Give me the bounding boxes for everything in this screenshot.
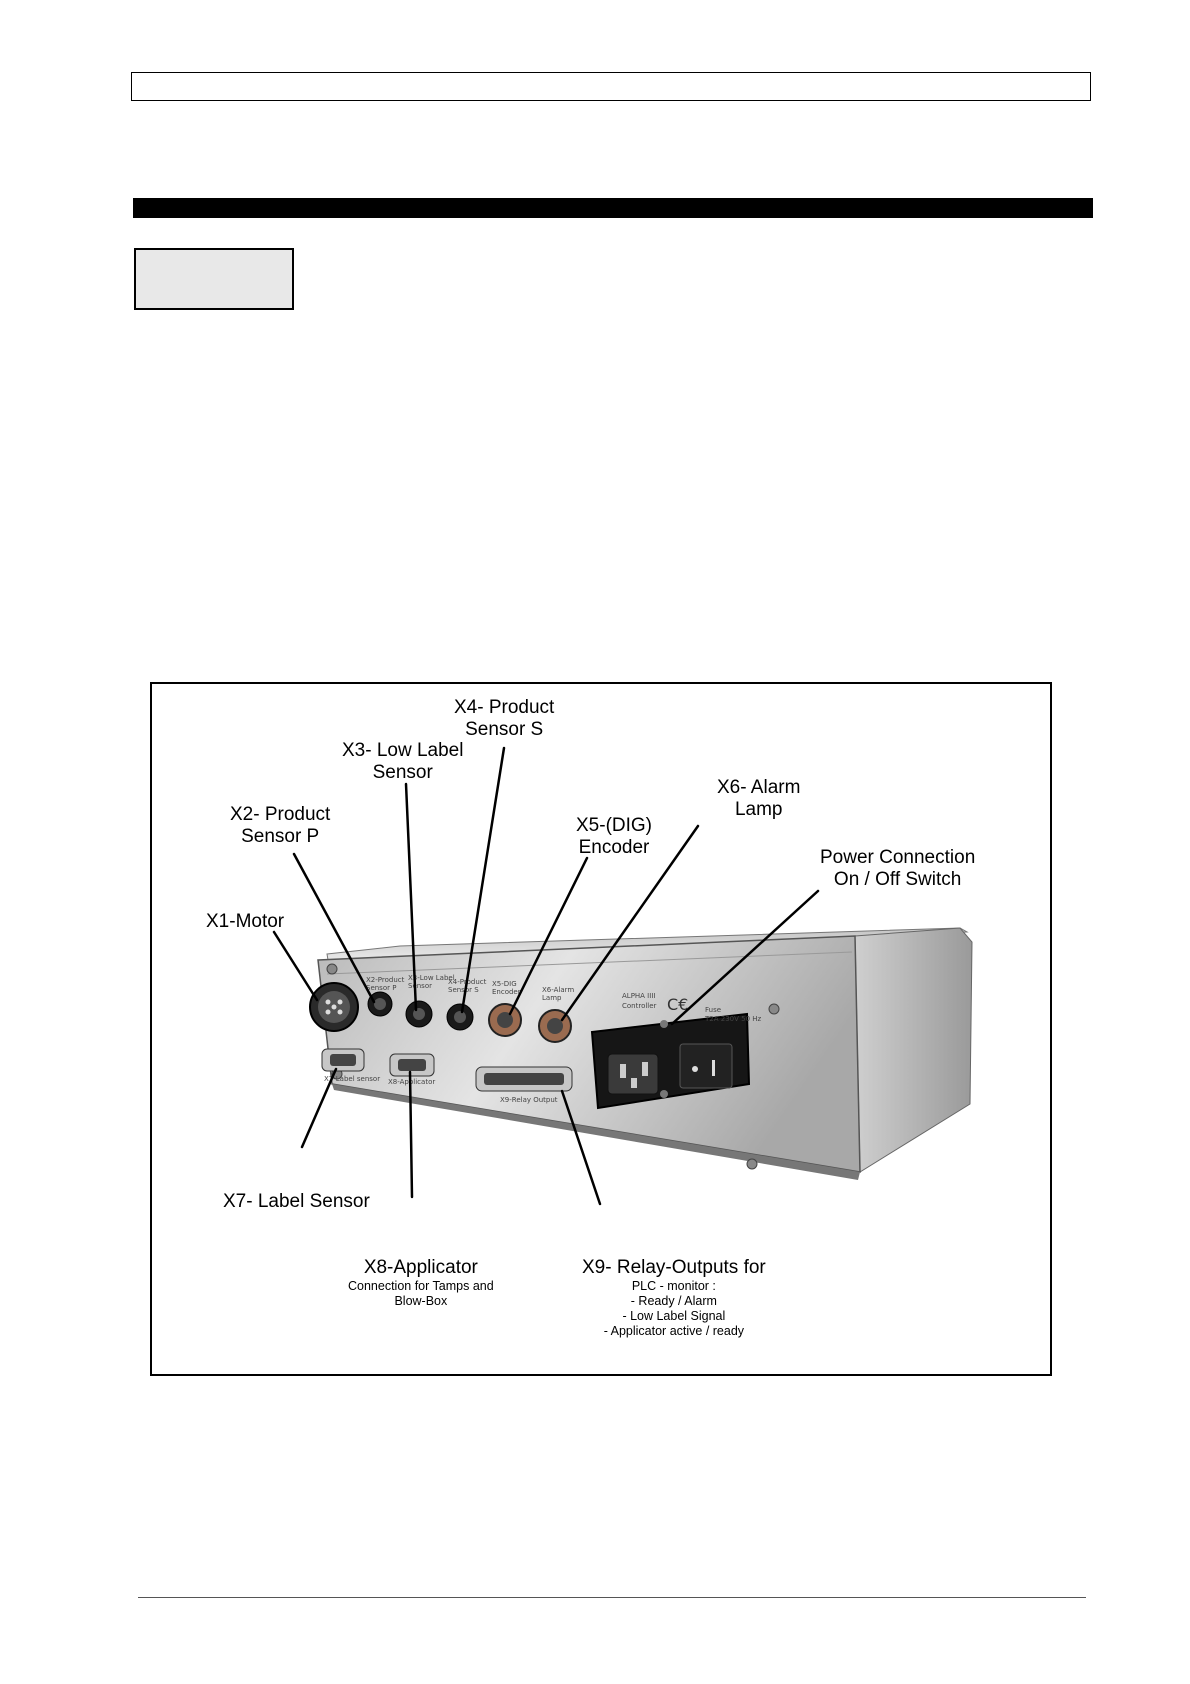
panel-x8: X8-Applicator (388, 1078, 435, 1086)
label-x5: X5-(DIG) Encoder (576, 815, 652, 859)
section-title-bar (133, 198, 1093, 218)
panel-brand-line1: ALPHA IIII (622, 992, 655, 1000)
label-x2-line2: Sensor P (241, 825, 320, 847)
ce-mark-icon: C€ (667, 995, 688, 1014)
leader-x5 (508, 856, 589, 1016)
x2-socket (367, 991, 393, 1017)
controller-illustration: X2-Product Sensor P X3-Low Label Sensor … (272, 746, 973, 1206)
panel-x3-line2: Sensor (408, 982, 432, 990)
leader-x9 (560, 1089, 602, 1206)
panel-print: X2-Product Sensor P X3-Low Label Sensor … (324, 974, 762, 1104)
panel-x2-line1: X2-Product (366, 976, 405, 984)
label-x4-line2: Sensor S (465, 718, 544, 740)
label-x3: X3- Low Label Sensor (342, 740, 463, 784)
label-x7: X7- Label Sensor (223, 1191, 370, 1212)
panel-x5-line1: X5-DIG (492, 980, 517, 988)
panel-x5-line2: Encoder (492, 988, 521, 996)
label-x5-line1: X5-(DIG) (576, 815, 652, 836)
leader-x3 (404, 782, 418, 1012)
leader-x6 (560, 824, 700, 1022)
header-box (131, 72, 1091, 101)
leader-x2 (292, 852, 376, 1004)
panel-x6-line1: X6-Alarm (542, 986, 574, 994)
label-x9-desc-line1: PLC - monitor : (631, 1278, 716, 1293)
label-x2: X2- Product Sensor P (230, 804, 330, 848)
label-x9-title: X9- Relay-Outputs for (582, 1257, 766, 1278)
label-power-line1: Power Connection (820, 847, 976, 868)
label-x8-title: X8-Applicator (363, 1257, 478, 1278)
leader-lines (272, 746, 820, 1206)
label-x6-line2: Lamp (734, 798, 783, 820)
power-inlet (590, 1012, 751, 1110)
panel-x3-line1: X3-Low Label (408, 974, 455, 982)
label-x3-line2: Sensor (372, 761, 433, 783)
x1-motor-socket (309, 982, 359, 1032)
label-power: Power Connection On / Off Switch (820, 847, 975, 891)
leader-x4 (460, 746, 506, 1014)
panel-x7: X7-Label sensor (324, 1075, 380, 1083)
label-x6: X6- Alarm Lamp (717, 777, 800, 821)
label-x9-desc-line4: - Applicator active / ready (603, 1323, 745, 1338)
panel-rating-line2: T2A 230V 50 Hz (704, 1015, 762, 1023)
panel-brand-line2: Controller (622, 1002, 657, 1010)
controller-rear-figure: X2-Product Sensor P X3-Low Label Sensor … (150, 682, 1052, 1376)
label-x9: X9- Relay-Outputs for PLC - monitor : - … (582, 1257, 766, 1339)
label-x9-desc-line3: - Low Label Signal (622, 1308, 726, 1323)
panel-x4-line2: Sensor S (448, 986, 479, 994)
leader-power (670, 889, 820, 1026)
label-x5-line2: Encoder (578, 836, 650, 858)
footer-rule (138, 1597, 1086, 1598)
panel-x6-line2: Lamp (542, 994, 562, 1002)
x8-d-sub (389, 1053, 435, 1077)
x9-d-sub (475, 1066, 573, 1092)
label-x4: X4- Product Sensor S (454, 697, 554, 741)
leader-x8 (408, 1070, 414, 1199)
x3-socket (405, 1000, 433, 1028)
label-x9-desc-line2: - Ready / Alarm (630, 1293, 717, 1308)
x4-socket (446, 1003, 474, 1031)
panel-rating-line1: Fuse (705, 1006, 721, 1014)
label-x2-line1: X2- Product (230, 804, 331, 825)
label-x3-line1: X3- Low Label (342, 740, 464, 761)
label-x4-line1: X4- Product (454, 697, 555, 718)
x7-d-sub (321, 1048, 365, 1072)
panel-x2-line2: Sensor P (366, 984, 396, 992)
d-sub-connectors (321, 1048, 573, 1092)
leader-x1 (272, 930, 319, 1002)
section-number-box (134, 248, 294, 310)
label-power-line2: On / Off Switch (833, 868, 962, 890)
panel-x9: X9-Relay Output (500, 1096, 558, 1104)
label-x1: X1-Motor (206, 911, 285, 932)
x5-socket (488, 1003, 522, 1037)
leader-x7 (300, 1067, 338, 1149)
label-x8-desc-line1: Connection for Tamps and (348, 1278, 494, 1293)
controller-housing (317, 927, 973, 1180)
label-x8-desc-line2: Blow-Box (394, 1293, 448, 1308)
label-x8: X8-Applicator Connection for Tamps and B… (348, 1257, 494, 1309)
label-x6-line1: X6- Alarm (717, 777, 801, 798)
